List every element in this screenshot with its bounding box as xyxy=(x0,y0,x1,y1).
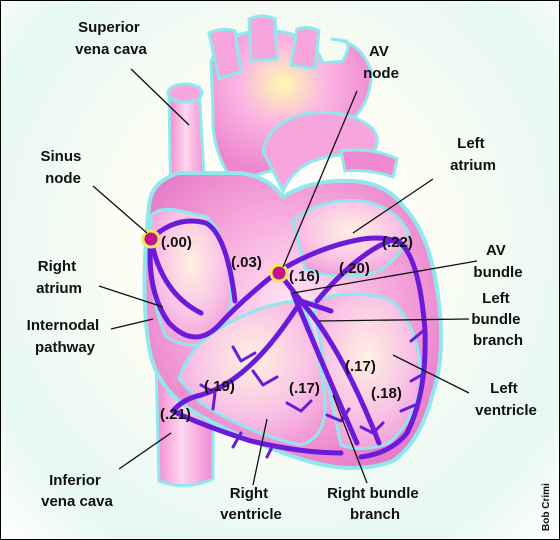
timing-av-bundle: (.20) xyxy=(339,260,370,277)
internodal-pathway-line xyxy=(147,236,279,340)
timing-av-node: (.16) xyxy=(289,268,320,285)
label-av-node: AV node xyxy=(363,43,399,82)
sinus-node-marker xyxy=(141,229,161,249)
timing-right-ventricle-upper: (.19) xyxy=(204,378,235,395)
label-left-ventricle: Left ventricle xyxy=(475,380,537,419)
timing-left-atrium: (.22) xyxy=(382,234,413,251)
label-sinus-node: Sinus node xyxy=(40,148,85,187)
aorta xyxy=(207,14,373,183)
timing-sinus-node: (.00) xyxy=(161,234,192,251)
right-bundle-branch-line xyxy=(170,298,344,456)
label-right-atrium: Right atrium xyxy=(36,258,82,297)
av-node-marker xyxy=(269,263,289,283)
timing-septum-right: (.17) xyxy=(289,380,320,397)
label-right-ventricle: Right ventricle xyxy=(220,485,282,523)
pulmonary-artery xyxy=(261,110,399,195)
septal-left-line xyxy=(294,294,382,446)
label-superior-vena-cava: Superior vena cava xyxy=(75,19,147,58)
internodal-top-line xyxy=(148,218,238,304)
septal-right-line xyxy=(290,290,360,446)
timing-septum-left: (.17) xyxy=(345,358,376,375)
label-left-bundle-branch: Left bundle branch xyxy=(471,290,524,349)
internodal-inner-line xyxy=(148,236,204,316)
artist-credit: Bob Crimi xyxy=(541,483,552,531)
timing-inferior: (.21) xyxy=(160,406,191,423)
label-left-atrium: Left atrium xyxy=(450,135,496,174)
label-inferior-vena-cava: Inferior vena cava xyxy=(41,472,113,510)
left-bundle-branch-line xyxy=(314,236,428,460)
label-right-bundle-branch: Right bundle branch xyxy=(327,485,423,523)
timing-internodal: (.03) xyxy=(231,254,262,271)
label-av-bundle: AV bundle xyxy=(473,242,522,281)
leader-lines xyxy=(92,68,478,486)
timing-left-ventricle: (.18) xyxy=(371,385,402,402)
label-internodal-pathway: Internodal pathway xyxy=(27,317,104,356)
conduction-pathway xyxy=(147,218,428,460)
purkinje-fibers xyxy=(199,329,427,459)
